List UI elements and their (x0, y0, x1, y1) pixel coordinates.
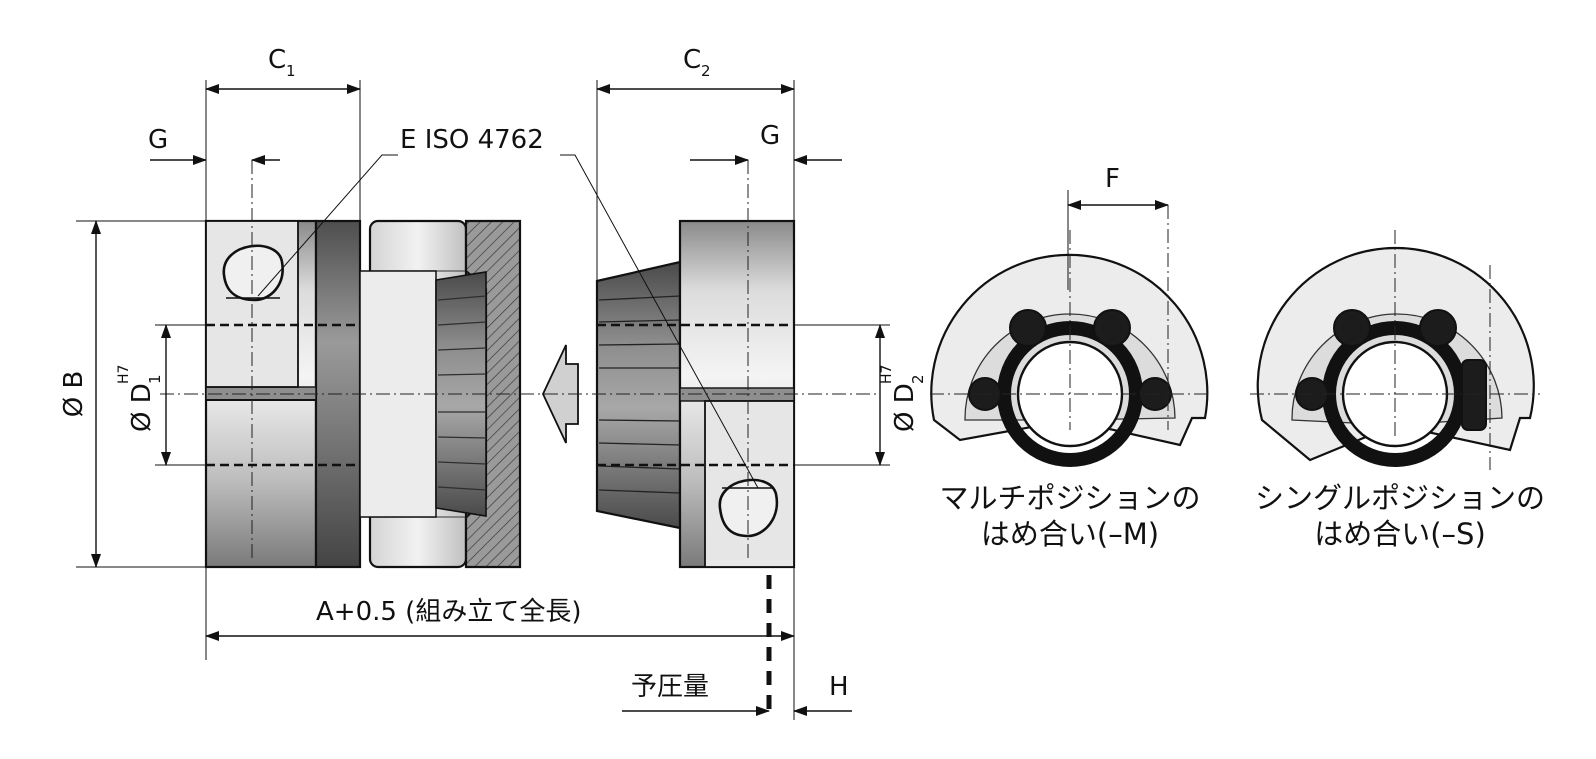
label-g-left: G (148, 125, 168, 155)
dimension-lines (76, 80, 890, 720)
label-c2-sub: 2 (701, 62, 711, 80)
label-dia-d1-sub: 1 (146, 374, 164, 384)
label-dia-d2-fit: H7 (879, 365, 895, 384)
left-screw-head (222, 244, 284, 302)
label-dia-d2: Ø D (890, 383, 920, 432)
label-dia-b: Ø B (59, 371, 89, 418)
label-c1-sub: 1 (286, 62, 296, 80)
caption-single-line2: はめ合い(–S) (1314, 517, 1486, 551)
label-length-a: A+0.5 (組み立て全長) (316, 597, 581, 627)
label-dia-d1: Ø D (127, 383, 157, 432)
caption-multi-line1: マルチポジションの (939, 481, 1200, 515)
label-screw: E ISO 4762 (400, 125, 544, 155)
multi-position-view: マルチポジションの はめ合い(–M) (930, 190, 1209, 551)
single-position-view: シングルポジションの はめ合い(–S) (1250, 230, 1545, 551)
bore-hidden-lines (206, 323, 794, 467)
dimension-labels: C 1 C 2 G G E ISO 4762 A+0.5 (組み立て全長) 予圧… (59, 45, 1120, 702)
label-dia-d2-sub: 2 (909, 374, 927, 384)
label-preload: 予圧量 (631, 672, 709, 702)
label-h: H (829, 672, 849, 702)
label-c2: C (683, 45, 701, 75)
label-c1: C (268, 45, 286, 75)
label-f: F (1105, 164, 1120, 194)
label-dia-d1-fit: H7 (116, 365, 132, 384)
caption-single-line1: シングルポジションの (1255, 481, 1545, 515)
caption-multi-line2: はめ合い(–M) (981, 517, 1159, 551)
label-g-right: G (760, 121, 780, 151)
center-lines (160, 160, 880, 560)
